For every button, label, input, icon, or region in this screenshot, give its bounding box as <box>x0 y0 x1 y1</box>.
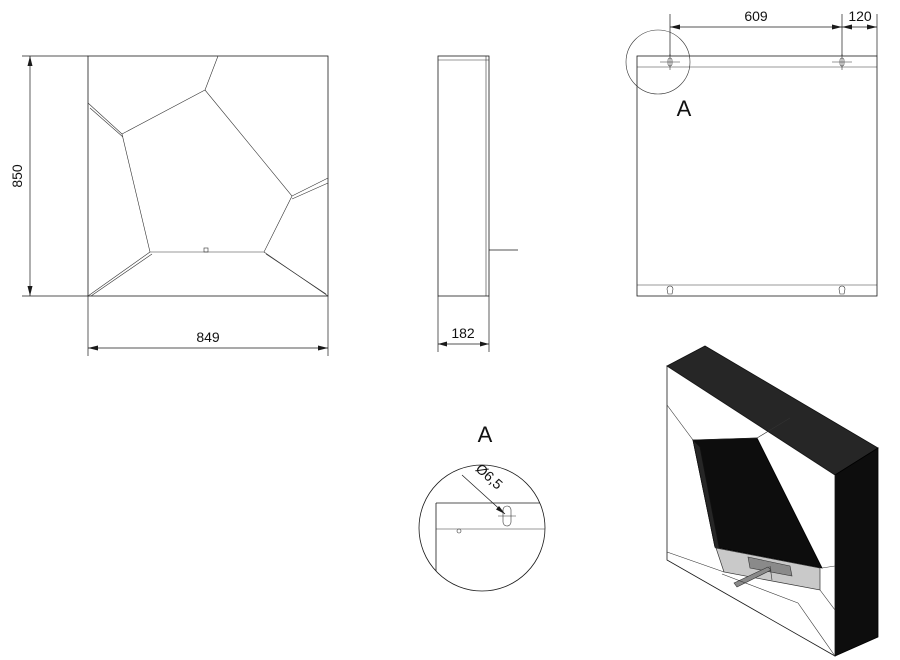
front-facet-edge <box>90 253 153 297</box>
dim-arrow <box>318 345 328 351</box>
front-view-opening <box>121 89 293 253</box>
iso-facet-edge <box>797 602 836 657</box>
side-view-outline <box>437 55 490 297</box>
side-view: 182 <box>437 55 518 352</box>
front-view: 850 849 <box>9 55 329 356</box>
front-facet-edge <box>291 177 329 197</box>
burner-tab <box>203 247 209 253</box>
dim-text-depth: 182 <box>451 325 475 341</box>
keyhole-right <box>838 285 846 295</box>
iso-burner-edge <box>769 565 773 581</box>
mounting-hole-right <box>832 54 852 70</box>
front-facet-edge <box>265 253 327 295</box>
keyhole-left <box>666 285 674 295</box>
dim-text-width: 849 <box>196 329 220 345</box>
front-facet-edge <box>291 182 329 200</box>
detail-marker-label: A <box>677 96 692 121</box>
dim-arrow <box>496 506 505 514</box>
dim-text-height: 850 <box>9 164 25 188</box>
detail-a-title: A <box>478 422 493 447</box>
dim-text-spacing: 609 <box>744 8 768 24</box>
detail-a-view: A Ø6,5 <box>418 422 546 592</box>
iso-facet-edge <box>756 417 791 439</box>
dim-arrow <box>88 345 98 351</box>
dim-arrow <box>832 24 842 30</box>
mounting-hole-left <box>660 54 680 70</box>
iso-side-face <box>834 447 879 657</box>
dim-arrow <box>27 56 33 66</box>
dim-text-offset: 120 <box>848 8 872 24</box>
front-facet-edge <box>204 55 219 91</box>
iso-facet-edge <box>666 404 694 441</box>
isometric-view <box>666 345 879 657</box>
back-view-outline <box>636 55 878 297</box>
dim-arrow <box>480 341 489 347</box>
front-facet-edge <box>89 107 124 138</box>
iso-facet-edge <box>666 551 725 573</box>
back-view: A 609 120 <box>625 8 878 297</box>
dim-arrow <box>842 24 852 30</box>
detail-screw <box>456 528 462 534</box>
iso-facet-edge <box>692 437 758 441</box>
iso-facet-edge <box>721 573 799 604</box>
dim-text-diameter: Ø6,5 <box>473 460 506 492</box>
detail-slot-hole <box>502 505 512 527</box>
detail-a-circle <box>418 464 546 592</box>
dim-arrow <box>27 286 33 296</box>
detail-marker-circle <box>625 29 691 95</box>
iso-facet-edge <box>821 565 836 569</box>
front-facet-edge <box>87 251 151 297</box>
dim-arrow <box>867 24 877 30</box>
dim-arrow <box>438 341 447 347</box>
front-facet-edge <box>87 102 123 135</box>
front-view-outline <box>87 55 329 297</box>
iso-facet-edge <box>819 589 836 611</box>
dim-arrow <box>670 24 680 30</box>
